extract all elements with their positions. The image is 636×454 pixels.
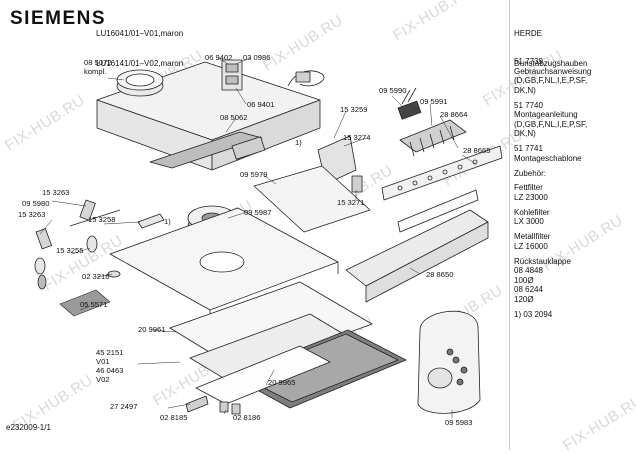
model-line-2: LU16141/01–V02,maron xyxy=(96,59,184,68)
part-number-label: 09 5983 xyxy=(445,418,473,427)
power-cord xyxy=(287,70,325,87)
category-line-1: HERDE xyxy=(514,29,543,38)
switch-bank xyxy=(399,119,467,157)
part-number-label: 1) xyxy=(164,217,171,226)
part-number-label: 28 8650 xyxy=(426,270,454,279)
docs-line: DK,N) xyxy=(514,129,536,139)
brand-logo: SIEMENS xyxy=(10,8,107,29)
docs-line: Kohlefilter xyxy=(514,207,550,217)
docs-line: 100Ø xyxy=(514,275,534,285)
grease-filter xyxy=(59,289,111,317)
switch-module xyxy=(397,87,422,120)
part-number-label: 06 9402 xyxy=(205,53,233,62)
docs-line: 120Ø xyxy=(514,295,534,304)
part-number-label: 15 3263 xyxy=(18,210,46,219)
part-number-label: 08 5062 xyxy=(220,113,248,122)
part-number-label: 28 8664 xyxy=(440,110,468,119)
part-number-label: 20 9961 xyxy=(138,325,166,334)
clip-bracket xyxy=(137,213,165,229)
leader-lines xyxy=(39,57,477,418)
part-number-label: 15 3263 xyxy=(42,188,70,197)
docs-line: Zubehör: xyxy=(514,168,547,178)
docs-line: DK,N) xyxy=(514,85,536,95)
motor-plate xyxy=(253,165,371,233)
model-numbers: LU16041/01–V01,maron LU16141/01–V02,maro… xyxy=(96,9,183,79)
model-line-1: LU16041/01–V01,maron xyxy=(96,29,184,38)
docs-line: 51 7741 xyxy=(514,144,543,154)
part-number-label: 15 3255 xyxy=(56,246,84,255)
part-number-label: 02 3216 xyxy=(82,272,110,281)
docs-line: 51 7739 xyxy=(514,57,543,66)
front-trim xyxy=(345,209,489,303)
part-number-label: 05 5571 xyxy=(80,300,108,309)
watermark-text: FIX-HUB.RU xyxy=(560,391,636,454)
part-number-label: 15 3274 xyxy=(343,133,371,142)
docs-line: LX 3000 xyxy=(514,217,544,227)
filter-frame xyxy=(195,345,331,405)
docs-line: Metallfilter xyxy=(514,232,551,242)
part-number-label: 28 8665 xyxy=(463,146,491,155)
base-housing xyxy=(109,207,339,322)
footer-code: e232009-1/1 xyxy=(6,423,51,432)
carbon-filter xyxy=(231,329,407,409)
part-number-label: 27 2497 xyxy=(110,402,138,411)
part-number-label: 02 8186 xyxy=(233,413,261,422)
part-number-label: 09 5979 xyxy=(240,170,268,179)
part-number-label: 15 3271 xyxy=(337,198,365,207)
part-number-label: 09 5991 xyxy=(420,97,448,106)
control-strip xyxy=(381,145,503,201)
part-number-label: 09 5987 xyxy=(244,208,272,217)
part-number-label: 20 9965 xyxy=(268,378,296,387)
exploded-view-diagram xyxy=(34,57,503,418)
outlet-ring xyxy=(116,69,164,97)
panel-divider xyxy=(509,0,510,450)
part-number-label: 02 8185 xyxy=(160,413,188,422)
docs-line: LZ 16000 xyxy=(514,241,548,251)
docs-line: (D,GB,F,NL,I,E,P,SF, xyxy=(514,76,588,86)
knob-assembly xyxy=(417,310,481,414)
part-number-label: 09 5980 xyxy=(22,199,50,208)
part-number-label: 08 5072 kompl. xyxy=(84,58,112,76)
docs-line: Rückstauklappe xyxy=(514,256,571,266)
docs-line: Montageanleitung xyxy=(514,110,578,120)
category-heading: HERDE Dunstabzugshauben xyxy=(514,9,587,79)
part-number-label: 03 0986 xyxy=(243,53,271,62)
docs-line: Montageschablone xyxy=(514,153,582,163)
part-number-label: 15 3258 xyxy=(88,215,116,224)
docs-line: Gebrauchsanweisung xyxy=(514,66,592,76)
docs-line: LZ 23000 xyxy=(514,193,548,202)
part-number-label: 06 9401 xyxy=(247,100,275,109)
docs-line: Fettfilter xyxy=(514,183,543,193)
part-number-label: 1) xyxy=(295,138,302,147)
docs-line: 08 6244 xyxy=(514,285,543,295)
part-number-label: 45 2151 V01 46 0463 V02 xyxy=(96,348,124,384)
category-line-2: Dunstabzugshauben xyxy=(514,59,588,68)
docs-line: 1) 03 2094 xyxy=(514,309,553,319)
docs-line: 51 7740 xyxy=(514,100,543,110)
part-number-label: 15 3259 xyxy=(340,105,368,114)
bottom-clips xyxy=(185,395,241,415)
light-strip xyxy=(397,189,479,233)
part-number-label: 09 5990 xyxy=(379,86,407,95)
docs-line: 08 4848 xyxy=(514,266,543,276)
docs-line: (D,GB,F,NL,I,E,P,SF, xyxy=(514,119,588,129)
terminal-block xyxy=(221,59,243,91)
